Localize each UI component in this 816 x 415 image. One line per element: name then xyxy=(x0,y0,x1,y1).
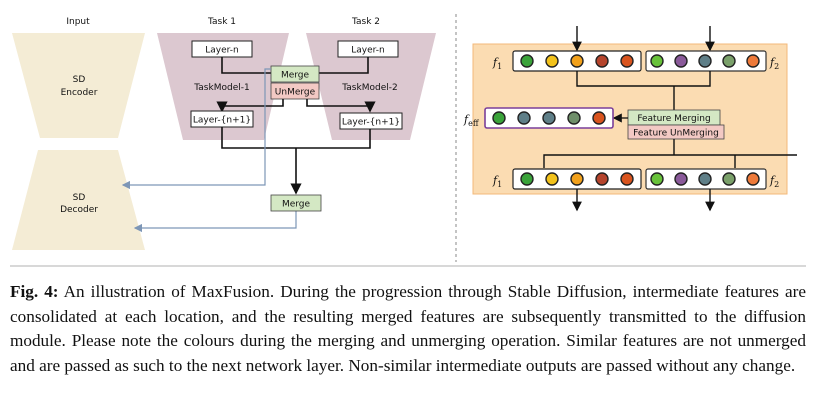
feature-merging-label: Feature Merging xyxy=(637,114,710,124)
layer-n-1: Layer-n xyxy=(205,46,238,56)
decoder-label-2: Decoder xyxy=(60,205,98,215)
f1-top-dot-3 xyxy=(570,54,584,68)
caption-text: An illustration of MaxFusion. During the… xyxy=(10,282,806,375)
f1-bottom-dot-4 xyxy=(595,172,609,186)
f2-top-dot-5 xyxy=(746,54,760,68)
decoder-label-1: SD xyxy=(73,193,86,203)
connector-layer-n-2-to-merge xyxy=(319,57,369,74)
feff-dot-5 xyxy=(592,111,606,125)
unmerge-box xyxy=(270,82,320,100)
sd-encoder-block xyxy=(12,33,145,138)
unmerge-label: UnMerge xyxy=(275,88,316,98)
f2-bottom-dot-2 xyxy=(674,172,688,186)
figure-label: Fig. 4: xyxy=(10,282,59,301)
merge-box xyxy=(270,65,320,83)
merge-bottom-label: Merge xyxy=(282,200,311,210)
input-label: Input xyxy=(66,17,90,27)
f2-top-dots xyxy=(650,54,760,68)
encoder-label-2: Encoder xyxy=(61,88,98,98)
connector-merge-to-decoder xyxy=(121,68,271,190)
f2-bottom-dot-5 xyxy=(746,172,760,186)
feff-dot-3 xyxy=(542,111,556,125)
feature-unmerging-box xyxy=(627,124,725,140)
connector-bottom-merge-to-decoder xyxy=(133,211,297,233)
taskmodel-2-block xyxy=(306,33,436,140)
f2-top-dot-4 xyxy=(722,54,736,68)
f2-bottom-dot-4 xyxy=(722,172,736,186)
layer-n1-1: Layer-{n+1} xyxy=(193,116,251,126)
layer-n1-2: Layer-{n+1} xyxy=(342,118,400,128)
f2-top-dot-1 xyxy=(650,54,664,68)
f1-bottom-dots xyxy=(520,172,634,186)
f2-top-dot-3 xyxy=(698,54,712,68)
right-diagram: f1 f2 Feature Merging Feature UnMerging … xyxy=(463,26,797,212)
task1-label: Task 1 xyxy=(207,17,236,27)
f1-top-dot-4 xyxy=(595,54,609,68)
task2-label: Task 2 xyxy=(351,17,380,27)
f2-bottom-dot-1 xyxy=(650,172,664,186)
feff-label: feff xyxy=(463,113,480,128)
f1-top-label: f1 xyxy=(492,56,502,71)
connector-unmerge-to-layer-n1-2 xyxy=(306,99,376,113)
merge-bottom-box xyxy=(270,194,322,212)
connector-split xyxy=(543,154,797,168)
layer-n1-2-box xyxy=(339,112,403,130)
f1-top-dot-2 xyxy=(545,54,559,68)
f1-top-dot-5 xyxy=(620,54,634,68)
f1-bottom-dot-2 xyxy=(545,172,559,186)
taskmodel-1-block xyxy=(157,33,289,140)
f2-top-label: f2 xyxy=(769,56,779,71)
f2-bottom-label: f2 xyxy=(769,174,779,189)
feff-dot-4 xyxy=(567,111,581,125)
f2-bottom-dots xyxy=(650,172,760,186)
connector-layer-n-1-to-merge xyxy=(221,57,271,74)
feff-dot-2 xyxy=(517,111,531,125)
f2-top-dot-2 xyxy=(674,54,688,68)
taskmodel-2-label: TaskModel-2 xyxy=(341,83,397,93)
f1-top-dot-1 xyxy=(520,54,534,68)
f1-bottom-label: f1 xyxy=(492,174,502,189)
figure-caption: Fig. 4: An illustration of MaxFusion. Du… xyxy=(10,280,806,378)
layer-n-2: Layer-n xyxy=(351,46,384,56)
f1-top-dots xyxy=(520,54,634,68)
f2-bottom-dot-3 xyxy=(698,172,712,186)
taskmodel-1-label: TaskModel-1 xyxy=(193,83,249,93)
merge-label: Merge xyxy=(281,71,310,81)
connector-unmerge-to-layer-n1-1 xyxy=(216,99,284,113)
maxfusion-diagram: Input Task 1 Task 2 SD Encoder SD Decode… xyxy=(10,14,806,267)
left-diagram: Input Task 1 Task 2 SD Encoder SD Decode… xyxy=(12,17,436,250)
f1-bottom-dot-3 xyxy=(570,172,584,186)
f1-bottom-dot-5 xyxy=(620,172,634,186)
feff-dot-1 xyxy=(492,111,506,125)
feff-dots xyxy=(492,111,606,125)
f1-bottom-dot-1 xyxy=(520,172,534,186)
sd-decoder-block xyxy=(12,150,145,250)
connector-features-join xyxy=(576,71,711,87)
feature-unmerging-label: Feature UnMerging xyxy=(633,129,719,139)
encoder-label-1: SD xyxy=(73,75,86,85)
